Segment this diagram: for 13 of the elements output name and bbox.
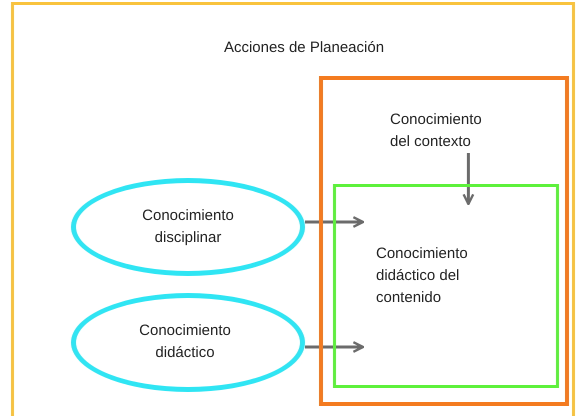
arrow <box>305 216 364 228</box>
knowledge-ellipse <box>71 178 305 276</box>
arrow <box>305 341 364 353</box>
node-label: Conocimiento disciplinar <box>141 206 235 248</box>
arrow <box>462 153 474 206</box>
diagram-heading: Acciones de Planeación <box>222 38 386 58</box>
node-label: Conocimiento didáctico <box>138 321 232 363</box>
group-frame <box>11 2 575 416</box>
content-box <box>333 184 559 388</box>
context-box <box>319 76 569 406</box>
knowledge-ellipse <box>71 293 305 392</box>
node-label: Conocimiento del contexto <box>390 109 502 153</box>
node-label: Conocimiento didáctico del contenido <box>376 244 469 308</box>
